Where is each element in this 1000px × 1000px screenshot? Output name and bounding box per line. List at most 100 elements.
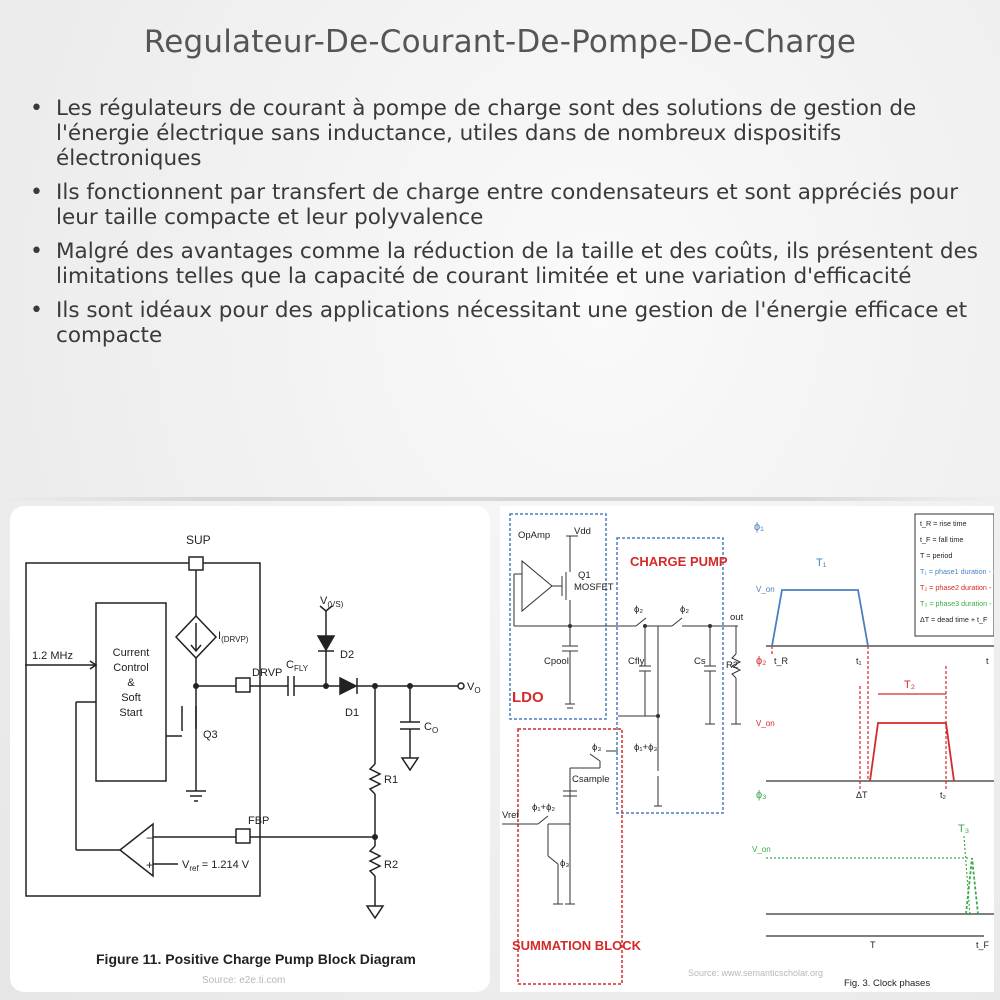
d1-label: D1: [345, 707, 359, 719]
tf-label: t_F: [976, 940, 990, 950]
figure-caption: Figure 11. Positive Charge Pump Block Di…: [96, 951, 416, 967]
page-title: Regulateur-De-Courant-De-Pompe-De-Charge: [143, 24, 857, 60]
ldo-label: LDO: [512, 689, 544, 706]
r2-label: R2: [384, 859, 398, 871]
delta-t-label: ΔT: [856, 790, 868, 800]
vref-main: V: [182, 859, 190, 871]
legend-line-5: T₂ = phase2 duration - t_R: [920, 583, 994, 592]
von3-label: V_on: [752, 845, 771, 854]
von1-label: V_on: [756, 585, 775, 594]
source-credit: Source: e2e.ti.com: [202, 975, 285, 986]
legend-line-1: t_R = rise time: [920, 519, 967, 528]
r2-circuit-label: R2: [726, 660, 738, 671]
bullet-item: • Malgré des avantages comme la réduction…: [30, 239, 980, 289]
idrvp-main: I: [218, 630, 221, 642]
vo-sub: O: [474, 686, 480, 695]
legend-line-3: T = period: [920, 551, 952, 560]
fbp-label: FBP: [248, 815, 269, 827]
t2-label: t₂: [940, 790, 947, 800]
co-label: CO: [424, 721, 438, 735]
bullet-dot: •: [30, 239, 43, 264]
out-label: out: [730, 612, 744, 623]
csample-label: Csample: [572, 774, 610, 785]
cfly-label: Cfly: [628, 656, 645, 667]
period-label: T: [870, 940, 876, 950]
phi2b-label: ϕ₂: [680, 604, 689, 615]
t1-label: t₁: [856, 656, 862, 666]
cpool-label: Cpool: [544, 656, 569, 667]
idrvp-sub: (DRVP): [221, 635, 249, 644]
charge-pump-block-diagram: SUP 1.2 MHz Current Control & Soft Start…: [10, 506, 490, 992]
bullet-text: Ils sont idéaux pour des applications né…: [56, 298, 967, 348]
bullet-text: Malgré des avantages comme la réduction …: [56, 239, 979, 289]
phi12-label: ϕ₁+ϕ₂: [532, 802, 555, 813]
co-main: C: [424, 721, 432, 733]
legend-line-4: T₁ = phase1 duration - t_R: [920, 567, 994, 576]
q3-label: Q3: [203, 729, 218, 741]
opamp-minus: −: [146, 831, 153, 845]
q1-label: Q1: [578, 570, 591, 581]
block-label-2: Control: [113, 662, 148, 674]
vvs-main: V: [320, 595, 328, 607]
vvs-label: V(VS): [320, 595, 344, 609]
clock-label: 1.2 MHz: [32, 650, 73, 662]
bullet-dot: •: [30, 298, 43, 323]
t3-period-label: T₃: [958, 823, 969, 835]
vo-main: V: [467, 681, 475, 693]
block-diagram-svg: SUP 1.2 MHz Current Control & Soft Start…: [25, 533, 481, 986]
t1-period-label: T₁: [816, 557, 827, 569]
phi3a-label: ϕ₃: [592, 742, 601, 753]
cfly-label: CFLY: [286, 659, 309, 673]
idrvp-label: I(DRVP): [218, 630, 249, 644]
cfly-main: C: [286, 659, 294, 671]
d2-label: D2: [340, 649, 354, 661]
bullet-text: Les régulateurs de courant à pompe de ch…: [56, 96, 917, 171]
block-label-1: Current: [113, 647, 150, 659]
phi3-label: ϕ₃: [756, 789, 767, 801]
block-label-4: Soft: [121, 692, 141, 704]
vdd-label: Vdd: [574, 526, 591, 537]
co-sub: O: [432, 726, 438, 735]
legend-line-2: t_F = fall time: [920, 535, 963, 544]
tr-label: t_R: [774, 656, 789, 666]
vref-label: Vref = 1.214 V: [182, 859, 250, 873]
phi2-label: ϕ₂: [756, 655, 766, 667]
bullet-dot: •: [30, 180, 43, 205]
vref-circuit-label: Vref: [502, 810, 519, 821]
summation-label: SUMMATION BLOCK: [512, 938, 642, 953]
circuit-timing-svg: OpAmp Vdd Q1 MOSFET out ϕ₂ ϕ₂ Cpool Cfly…: [502, 513, 994, 989]
block-label-3: &: [127, 677, 135, 689]
source-credit-2: Source: www.semanticscholar.org: [688, 968, 823, 978]
r1-label: R1: [384, 774, 398, 786]
bullet-item: • Ils fonctionnent par transfert de charg…: [30, 180, 980, 230]
timing-caption: Fig. 3. Clock phases: [844, 978, 930, 989]
cs-label: Cs: [694, 656, 706, 667]
von2-label: V_on: [756, 719, 775, 728]
drvp-label: DRVP: [252, 667, 282, 679]
bullet-text: Ils fonctionnent par transfert de charge…: [56, 180, 959, 230]
t-axis-label: t: [986, 656, 989, 666]
cfly-sub: FLY: [294, 664, 309, 673]
divider: [0, 497, 1000, 501]
bullet-list: • Les régulateurs de courant à pompe de c…: [30, 96, 980, 357]
ldo-charge-pump-and-timing: OpAmp Vdd Q1 MOSFET out ϕ₂ ϕ₂ Cpool Cfly…: [500, 506, 994, 992]
phi2a-label: ϕ₂: [634, 604, 643, 615]
legend-line-6: T₃ = phase3 duration - t_R: [920, 599, 994, 608]
block-label-5: Start: [119, 707, 142, 719]
sup-label: SUP: [186, 533, 211, 547]
legend-line-7: ΔT = dead time + t_F: [920, 615, 988, 624]
phi13-label: ϕ₁+ϕ₃: [634, 742, 657, 753]
vvs-sub: (VS): [327, 600, 343, 609]
mosfet-label: MOSFET: [574, 582, 614, 593]
vref-sub: ref: [189, 864, 199, 873]
phi3b-label: ϕ₃: [560, 858, 569, 869]
charge-pump-label: CHARGE PUMP: [630, 554, 728, 569]
bullet-dot: •: [30, 96, 43, 121]
vref-value: = 1.214 V: [199, 859, 250, 871]
vo-label: VO: [467, 681, 481, 695]
opamp-plus: +: [146, 858, 153, 872]
opamp-label: OpAmp: [518, 530, 550, 541]
t2-period-label: T₂: [904, 679, 915, 691]
phi1-label: ϕ₁: [754, 521, 764, 533]
bullet-item: • Ils sont idéaux pour des applications n…: [30, 298, 980, 348]
